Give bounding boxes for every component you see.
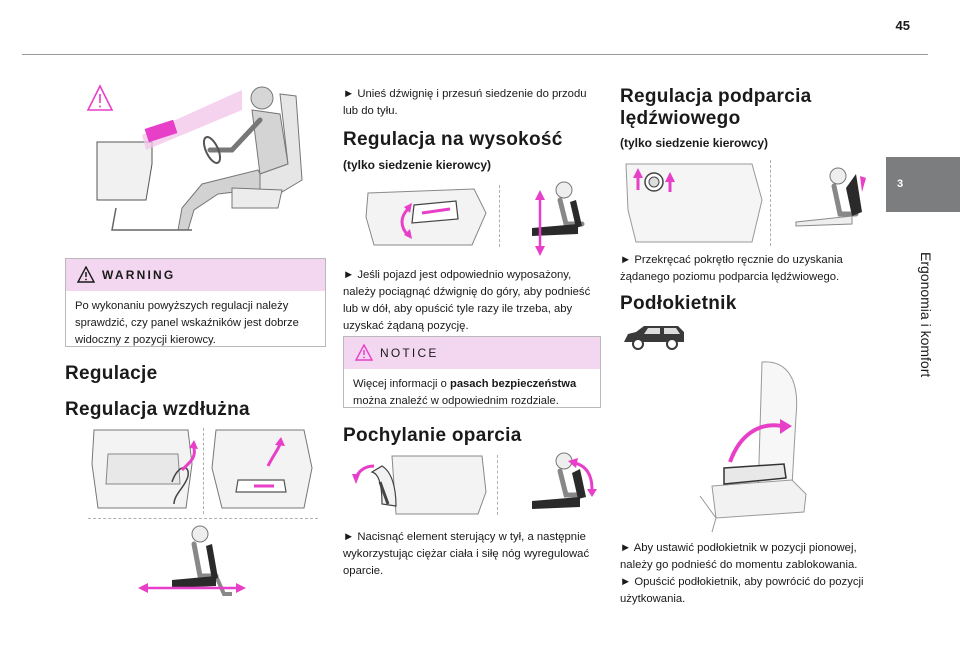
notice-text: Więcej informacji o pasach bezpieczeństw… [344,369,600,410]
figure-divider-horizontal [88,518,318,519]
recline-instruction: ► Nacisnąć element sterujący w tył, a na… [343,531,590,577]
figure-divider [499,185,500,247]
height-seat-drawing [532,181,585,256]
warning-text: Po wykonaniu powyższych regulacji należy… [75,300,299,346]
heading-lumbar-1: Regulacja podparcia [620,86,812,107]
lumbar-knob-drawing [625,163,763,243]
longitudinal-lever-drawing-2 [211,429,313,509]
notice-text-part: Więcej informacji o [353,378,450,390]
lumbar-seat-illustration [776,164,870,244]
height-lever-drawing [365,188,487,246]
heading-lumbar-2: lędźwiowego [620,108,741,129]
longitudinal-lever-illustration-2 [208,424,318,512]
armrest-instruction-2: ► Opuścić podłokietnik, aby powrócić do … [620,576,864,605]
armrest-drawing [699,361,807,533]
lumbar-knob-illustration [624,160,766,246]
chapter-tab[interactable] [886,157,960,212]
page-number: 45 [895,18,910,33]
driver-position-illustration [82,80,314,240]
warning-triangle-icon [77,266,95,283]
warning-header: WARNING [66,259,325,291]
chapter-title-vertical: Ergonomia i komfort [916,252,934,452]
warning-box: WARNING Po wykonaniu powyższych regulacj… [65,258,326,347]
chapter-title-text: Ergonomia i komfort [918,252,934,378]
heading-longitudinal: Regulacja wzdłużna [65,399,250,420]
height-lever-illustration [364,183,494,249]
armrest-illustration [676,356,826,534]
seat-forward-back-drawing [138,525,246,596]
figure-divider [770,160,771,246]
top-divider [22,54,928,55]
height-note: (tylko siedzenie kierowcy) [343,158,492,172]
seat-forward-back-illustration [136,524,248,600]
heading-height: Regulacja na wysokość [343,129,563,150]
figure-divider [203,428,204,514]
vehicle-silhouette-drawing [624,326,684,350]
heading-adjustments: Regulacje [65,363,158,384]
notice-box: NOTICE Więcej informacji o pasach bezpie… [343,336,601,408]
longitudinal-lever-illustration-1 [88,424,200,512]
lumbar-note: (tylko siedzenie kierowcy) [620,136,769,150]
warning-label: WARNING [102,268,176,282]
longitudinal-instruction: ► Unieś dźwignię i przesuń siedzenie do … [343,88,587,117]
chapter-tab-number: 3 [896,178,904,190]
recline-control-drawing [352,455,487,515]
longitudinal-lever-drawing-1 [91,429,198,509]
seatbelt-reference: pasach bezpieczeństwa [449,378,577,390]
notice-triangle-icon [355,344,373,361]
recline-control-illustration [352,452,492,518]
lumbar-instruction: ► Przekręcać pokrętło ręcznie do uzyskan… [620,254,843,283]
notice-header: NOTICE [344,337,600,369]
notice-text-part: można znaleźć w odpowiednim rozdziale. [353,395,559,407]
height-seat-illustration [508,180,596,258]
driver-position-drawing [86,84,303,231]
lumbar-seat-drawing [795,167,866,227]
heading-armrest: Podłokietnik [620,293,737,314]
armrest-instruction-1: ► Aby ustawić podłokietnik w pozycji pio… [620,542,858,571]
heading-recline: Pochylanie oparcia [343,425,522,446]
recline-seat-drawing [532,452,597,509]
figure-divider [497,455,498,515]
notice-label: NOTICE [380,346,439,360]
recline-seat-illustration [502,449,598,523]
vehicle-silhouette-icon [622,324,686,350]
height-instruction: ► Jeśli pojazd jest odpowiednio wyposażo… [343,269,591,332]
